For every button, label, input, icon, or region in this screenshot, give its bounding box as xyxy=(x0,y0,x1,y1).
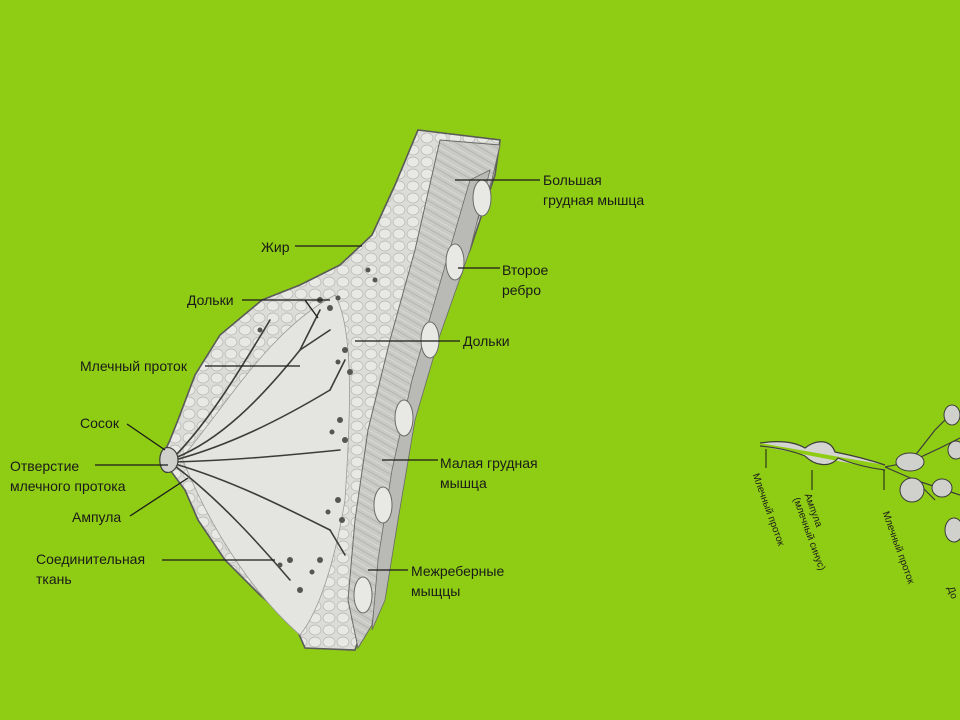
label-ampulla: Ампула xyxy=(72,509,122,525)
label-pectoralis-minor: Малая грудная мышца xyxy=(440,455,538,491)
milk-ducts xyxy=(174,309,346,581)
leader-lines xyxy=(95,179,540,571)
nipple-shape xyxy=(159,447,179,473)
lobule-clusters xyxy=(257,267,378,593)
label-milk-duct: Млечный проток xyxy=(80,358,187,374)
label-nipple: Сосок xyxy=(80,415,119,431)
label-lobules-right: Дольки xyxy=(463,333,510,349)
label-lobules-left: Дольки xyxy=(187,292,234,308)
label-connective-tissue: Соединительная ткань xyxy=(36,551,146,587)
label-pectoralis-major: Большая грудная мышца xyxy=(543,172,645,208)
label-fat: Жир xyxy=(261,239,290,255)
ribs xyxy=(353,179,492,614)
glandular-tissue xyxy=(181,294,350,636)
pectoralis-minor-layer xyxy=(371,169,491,631)
ductal-tree-detail xyxy=(759,404,960,543)
label-second-rib: Второе ребро xyxy=(502,262,549,298)
label-duct-opening: Отверстие млечного протока xyxy=(10,458,126,494)
label-intercostal: Межреберные мыщцы xyxy=(411,563,505,599)
